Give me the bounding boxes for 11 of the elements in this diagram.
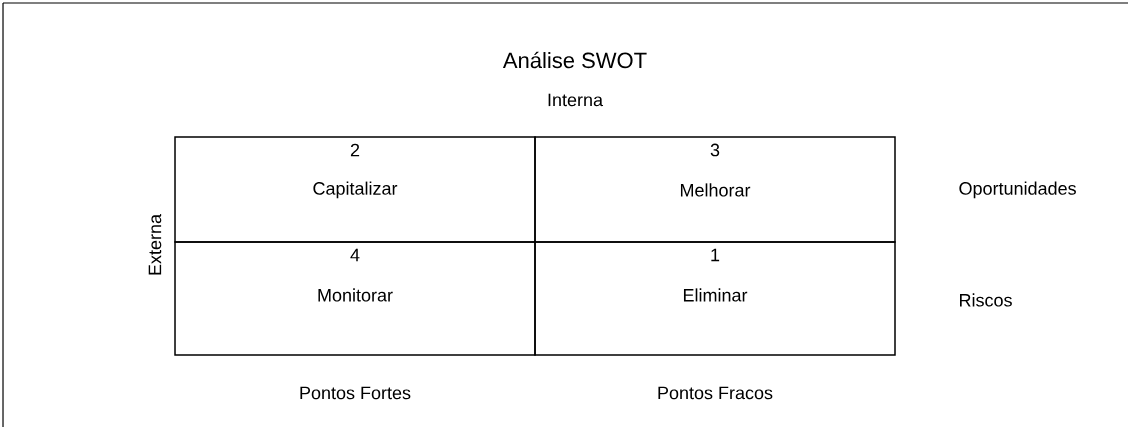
- axis-label: Pontos Fortes: [300, 386, 411, 400]
- title: Análise SWOT: [502, 51, 647, 69]
- axis-label: Interna: [548, 93, 603, 107]
- axis-label: Externa: [148, 214, 162, 275]
- grid-cell: 1 Eliminar: [534, 241, 896, 356]
- grid-cell: 2 Capitalizar: [174, 136, 536, 243]
- grid-cell: 3 Melhorar: [534, 136, 896, 243]
- grid-cell: 4 Monitorar: [174, 241, 536, 356]
- axis-label: Oportunidades: [959, 181, 1076, 199]
- axis-label: Riscos: [960, 293, 1012, 307]
- axis-label: Pontos Fracos: [658, 386, 773, 400]
